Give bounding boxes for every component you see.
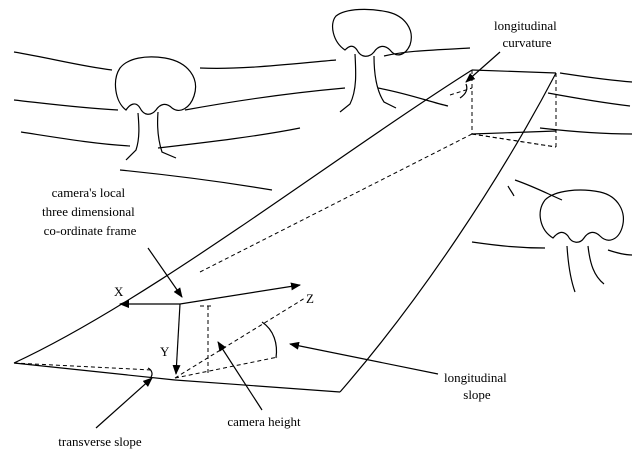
label-camera-height: camera height (227, 414, 301, 429)
labels: longitudinal curvature camera's local th… (42, 18, 560, 449)
tree-right (539, 189, 624, 293)
construction-lines (13, 133, 557, 379)
camera-axes (119, 185, 515, 378)
tree-left (114, 56, 197, 161)
road-surface (13, 69, 557, 393)
tree-middle (332, 8, 412, 113)
label-axis-y: Y (160, 344, 170, 359)
label-transverse-slope: transverse slope (58, 434, 142, 449)
label-axis-x: X (114, 284, 124, 299)
curvature-tick (507, 185, 515, 197)
y-axis-arrow (172, 303, 181, 375)
label-camera-frame: camera's local three dimensional co-ordi… (42, 185, 138, 238)
z-axis-arrow (179, 282, 301, 305)
leader-arrows (95, 51, 501, 429)
transverse-angle-arc (147, 367, 153, 378)
terrain-lines (13, 47, 633, 256)
slope-angle-arc (261, 321, 278, 359)
label-longitudinal-curvature: longitudinal curvature (494, 18, 560, 50)
label-longitudinal-slope: longitudinal slope (444, 370, 510, 402)
label-axis-z: Z (306, 291, 314, 306)
